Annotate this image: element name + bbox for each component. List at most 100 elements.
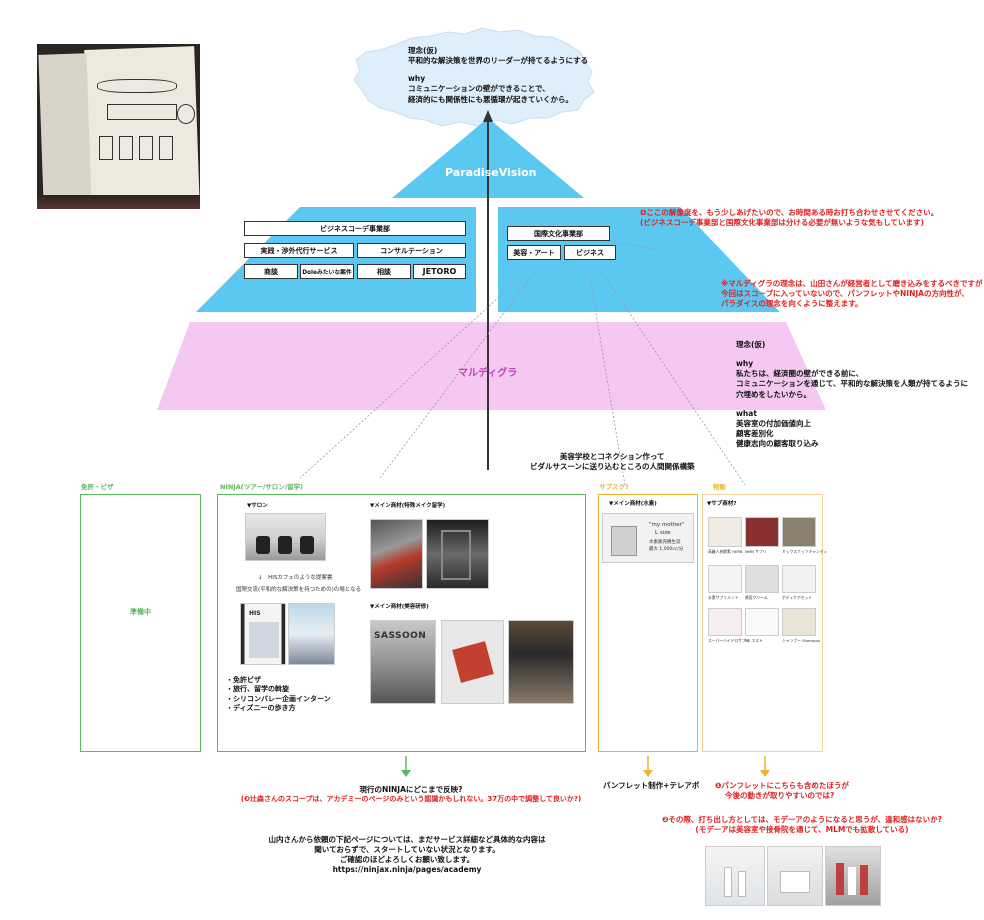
advice-box: 相談 [357, 264, 411, 279]
idea-cloud [353, 27, 595, 127]
academy-link[interactable]: https://ninjax.ninja/pages/academy [332, 865, 482, 875]
center-note: 美容学校とコネクション作って ビダルサスーンに送り込むところの人間関係構築 [530, 452, 694, 472]
training-photo-3 [508, 620, 574, 704]
philosophy-line: コミュニケーションを通じて、平和的な解決策を人類が持てるように [736, 379, 968, 389]
academy-request-note: 山内さんから依頼の下記ページについては、まだサービス詳細など具体的な内容は 聞い… [257, 835, 557, 876]
sassoon-sign-text: SASSOON [374, 631, 427, 641]
note-line: 現行のNINJAにどこまで反映? [359, 785, 463, 794]
note-line: ❹ここの解像度を、もう少しあげたいので、お時間ある時お打ち合わせさせてください。 [640, 208, 939, 217]
bullet-item: ・旅行、留学の斡旋 [226, 685, 289, 694]
his-photo-2 [288, 603, 335, 665]
service-box: 実践・渉外代行サービス [244, 243, 354, 258]
note-line: (ビジネスコーデ事業部と国際文化事業部は分ける必要が無いような気もしています) [640, 218, 924, 228]
product-thumb [708, 608, 742, 636]
note-line: ❶パンフレットにこちらも含めたほうが [715, 781, 849, 790]
goods-caption: シャンプー Shampoo [782, 638, 820, 643]
goods-caption: 美容クリーム [745, 595, 768, 600]
makeup-photo-2 [426, 519, 489, 589]
section-subsc-label: サブスク? [599, 483, 629, 491]
section-goods-label: 物販 [713, 483, 726, 491]
note-line: (❸辻森さんのスコープは、アカデミーのページのみという認識かもしれない。37万の… [240, 795, 582, 804]
notebook-sketch-photo [37, 44, 200, 209]
sub-product-heading: ▼サブ商材? [707, 501, 737, 507]
product-thumb [782, 565, 816, 593]
goods-panel: ▼サブ商材? 高麗人参酵素 HERB NMN サプリ ミックスナッツキャンディ … [702, 494, 827, 752]
goods-caption: 水素サプリメント [708, 595, 739, 600]
note-line: 今回はスコープに入っていないので、パンフレットやNINJAの方向性が、 [721, 289, 969, 299]
business-dept-box: ビジネスコーデ事業部 [244, 221, 466, 236]
training-photo-2 [441, 620, 504, 704]
cloud-line: why [408, 74, 426, 84]
cloud-line: コミュニケーションの壁ができることで、 [408, 84, 550, 94]
ninja-reflection-note: 現行のNINJAにどこまで反映? (❸辻森さんのスコープは、アカデミーのページの… [221, 785, 601, 805]
intl-dept-box: 国際文化事業部 [507, 226, 610, 241]
product-name: "my mother" [649, 522, 685, 528]
product-capacity: 最大 1,000cc/分 [649, 547, 684, 552]
modere-image-2 [767, 846, 823, 906]
product-thumb [782, 517, 816, 547]
section-ninja-label: NINJA(ツアー/サロン/留学) [220, 483, 304, 491]
philosophy-line: what [736, 408, 757, 418]
product-thumb [708, 565, 742, 593]
goods-note-2: ❷その際、打ち出し方としては、モデーアのようになると思うが、違和感はないか? (… [662, 815, 942, 835]
arrow-down-icon [760, 756, 770, 777]
hydrogen-heading: ▼メイン商材(水素) [609, 501, 657, 507]
hydrogen-product-image: "my mother" L size 水素販売機生涯 最大 1,000cc/分 [602, 513, 694, 563]
cloud-line: 経済的にも関係性にも悪循環が起きていくから。 [408, 94, 573, 104]
main-product-makeup-heading: ▼メイン商材(特殊メイク留学) [370, 503, 446, 509]
philosophy-line: 私たちは、経済圏の壁ができる前に、 [736, 369, 864, 379]
center-note-line: 美容学校とコネクション作って [559, 452, 665, 461]
salon-heading: ▼サロン [247, 503, 268, 509]
goods-note-1: ❶パンフレットにこちらも含めたほうが 今後の動きが取りやすいのでは? [715, 781, 849, 801]
arrow-down-icon [401, 756, 411, 777]
note-line: ※マルディグラの理念は、山田さんが経営者として磨き込みをするべきですが [721, 279, 983, 288]
bullet-item: ・シリコンバレー企画インターン [226, 694, 331, 703]
note-line: ❷その際、打ち出し方としては、モデーアのようになると思うが、違和感はないか? [662, 815, 942, 824]
philosophy-line: 穴埋めをしたいから。 [736, 389, 811, 399]
sassoon-photo: SASSOON [370, 620, 436, 704]
pamphlet-note: パンフレット制作+テレアポ [603, 781, 700, 790]
goods-caption: 高麗人参酵素 HERB [708, 549, 743, 554]
philosophy-line: 理念(仮) [736, 340, 766, 349]
mardigras-label: マルディグラ [458, 368, 518, 379]
note-line: 山内さんから依頼の下記ページについては、まだサービス詳細など具体的な内容は [268, 835, 546, 844]
note-4: ❹ここの解像度を、もう少しあげたいので、お時間ある時お打ち合わせさせてください。… [640, 208, 938, 228]
mardigras-band [157, 322, 826, 410]
mardigras-philosophy: 理念(仮) why 私たちは、経済圏の壁ができる前に、 コミュニケーションを通じ… [736, 340, 968, 449]
section-license-label: 免許・ビザ [81, 483, 114, 491]
jetoro-box: JETORO [413, 264, 466, 279]
makeup-photo-1 [370, 519, 423, 589]
license-panel: 準備中 [80, 494, 201, 752]
his-sign-text: HIS [249, 610, 261, 617]
consult-box: コンサルテーション [357, 243, 466, 258]
bullet-item: ・ディズニーの歩き方 [226, 704, 296, 713]
philosophy-line: 顧客差別化 [736, 428, 774, 438]
philosophy-line: 美容室の付加価値向上 [736, 418, 811, 428]
modere-image-3 [825, 846, 881, 906]
his-photo-1: HIS [240, 603, 286, 665]
product-thumb [745, 608, 779, 636]
salon-caption-1: ↓ HISカフェのような提案書 [258, 575, 333, 581]
cloud-line: 理念(仮) [408, 46, 438, 55]
bullet-item: ・免許ビザ [226, 676, 261, 684]
goods-caption: スーパーハイドロサプリ [708, 638, 750, 643]
philosophy-line: 健康志向の顧客取り込み [736, 439, 819, 448]
license-status: 準備中 [130, 608, 151, 616]
note-line: ご確認のほどよろしくお願い致します。 [339, 855, 475, 865]
salon-caption-2: 国際交流(平和的な解決策を持つための)の場となる [236, 587, 362, 593]
goods-caption: NMN サプリ [745, 549, 767, 554]
product-thumb [708, 517, 742, 547]
note-line: 今後の動きが取りやすいのでは? [725, 791, 835, 801]
goods-caption: ボディケアセット [782, 595, 813, 600]
note-mardigras: ※マルディグラの理念は、山田さんが経営者として磨き込みをするべきですが 今回はス… [721, 279, 983, 309]
main-product-training-heading: ▼メイン商材(美容研修) [370, 604, 429, 610]
dole-box: Doleみたいな案件 [300, 264, 354, 279]
product-desc: 水素販売機生涯 [649, 540, 681, 545]
ninja-bullets: ・免許ビザ ・旅行、留学の斡旋 ・シリコンバレー企画インターン ・ディズニーの歩… [226, 676, 331, 714]
ninja-panel: ▼サロン ↓ HISカフェのような提案書 国際交流(平和的な解決策を持つための)… [217, 494, 586, 752]
note-line: 聞いておらずで、スタートしていない状況となります。 [314, 845, 500, 855]
product-thumb [745, 517, 779, 547]
subsc-panel: ▼メイン商材(水素) "my mother" L size 水素販売機生涯 最大… [598, 494, 698, 752]
paradise-vision-label: ParadiseVision [445, 166, 537, 179]
goods-caption: NE エスト [745, 638, 763, 643]
